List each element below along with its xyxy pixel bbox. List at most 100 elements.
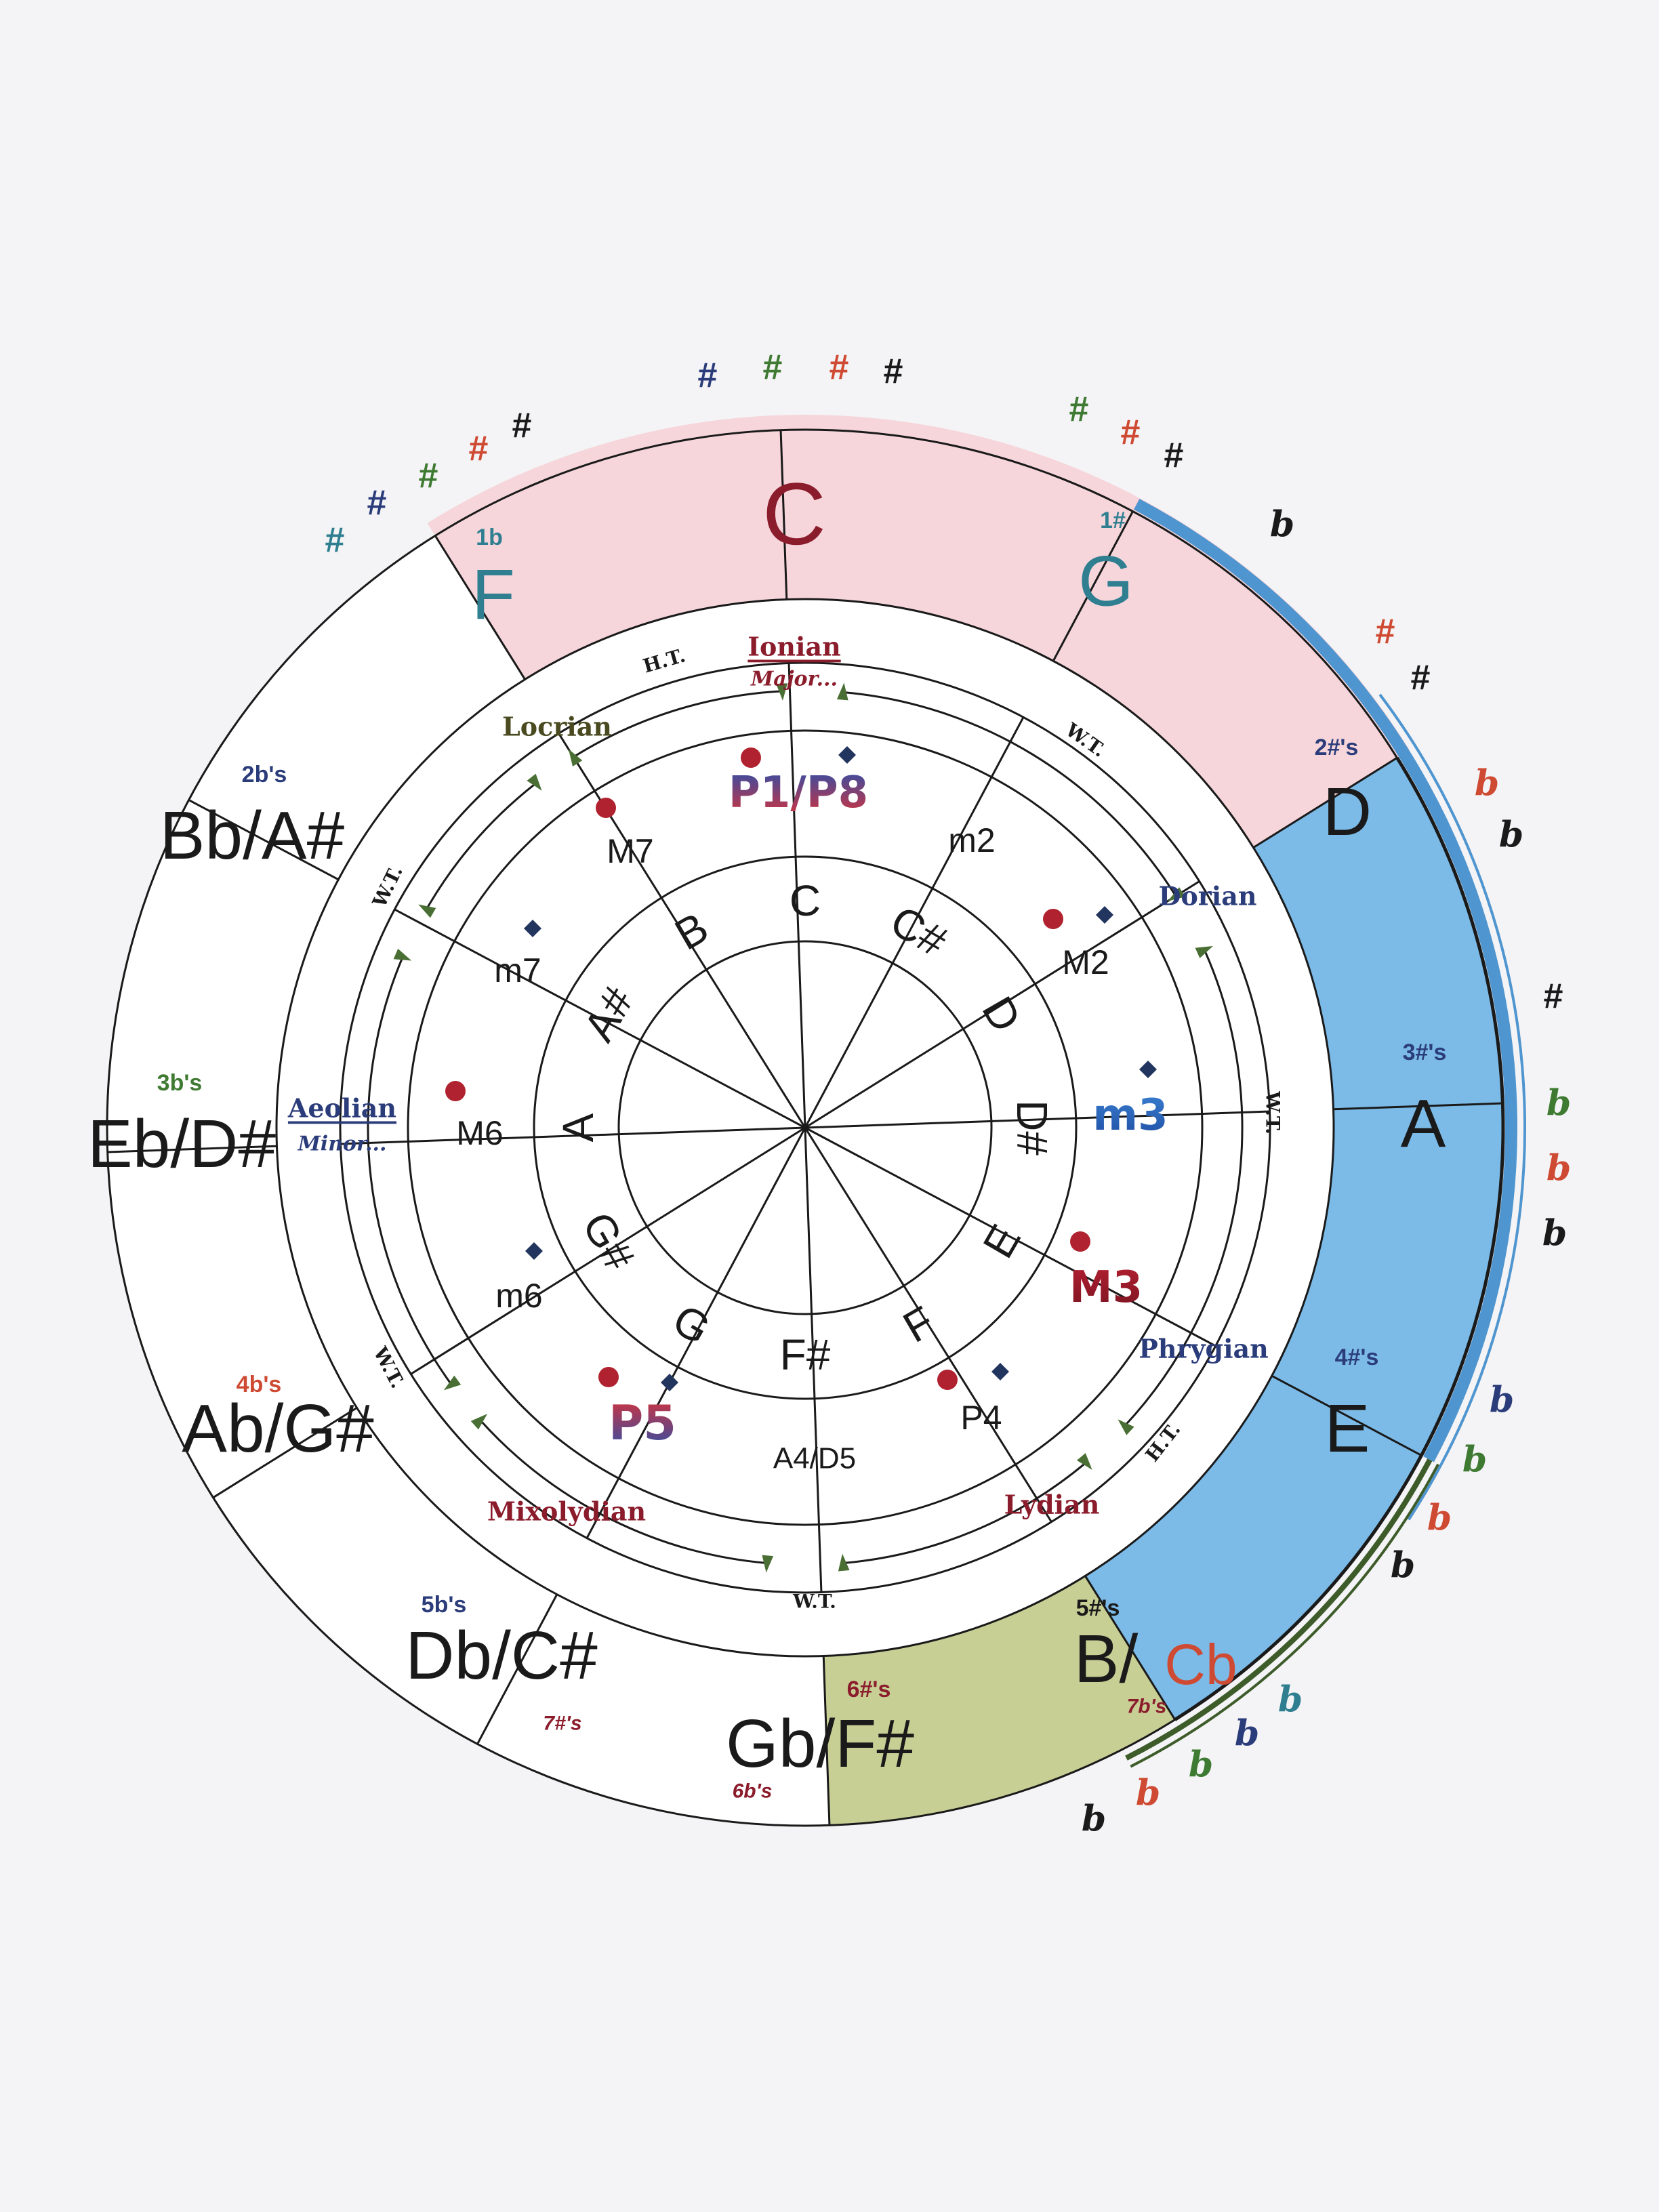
flat-marker: b <box>1235 1713 1259 1755</box>
sharp-keys-edge <box>1174 756 1505 1721</box>
mode-label-aeolian: Aeolian <box>287 1093 396 1124</box>
key-accidental-count-5: 5#'s <box>1076 1595 1120 1621</box>
flat-marker: b <box>1082 1799 1106 1840</box>
arrow-head <box>836 682 848 701</box>
interval-label-p5: P5 <box>609 1395 676 1451</box>
key-accidental-count-4: 4#'s <box>1335 1345 1379 1370</box>
sharp-marker: # <box>1376 612 1395 651</box>
flat-marker: b <box>1270 504 1294 546</box>
interval-diamond <box>1096 906 1113 924</box>
interval-diamond <box>838 746 856 764</box>
key-sector-fill-3 <box>1271 1103 1503 1456</box>
note-label-d-sharp: D# <box>1008 1100 1057 1155</box>
flat-marker: b <box>1427 1498 1452 1539</box>
arrow-head <box>527 773 542 791</box>
key-accidental-count-7: 5b's <box>422 1592 467 1618</box>
flat-marker: b <box>1547 1148 1571 1189</box>
interval-label-m6: M6 <box>456 1114 503 1152</box>
inner-divider-6 <box>804 1127 823 1593</box>
sharp-marker: # <box>763 348 783 387</box>
flat-marker: b <box>1462 1439 1487 1481</box>
mode-label-ionian: Ionian <box>747 632 840 662</box>
interval-label-m3: m3 <box>1092 1090 1168 1141</box>
interval-label-m7: M7 <box>607 832 653 870</box>
key-divider-4 <box>1271 1374 1422 1456</box>
arrow-head <box>568 749 583 766</box>
key-sector-fill-0 <box>781 430 1133 661</box>
mode-sub-label-0: Major... <box>750 668 838 691</box>
inner-divider-3 <box>804 1110 1270 1129</box>
inner-divider-2 <box>804 880 1200 1129</box>
key-divider-8 <box>212 1407 358 1499</box>
mode-label-mixolydian: Mixolydian <box>487 1496 646 1527</box>
key-divider-9 <box>107 1145 277 1153</box>
interval-dot <box>445 1081 466 1101</box>
interval-label-a4-d5: A4/D5 <box>773 1442 856 1475</box>
sharp-marker: # <box>1121 413 1141 452</box>
inner-divider-10 <box>394 908 806 1129</box>
interval-dot <box>741 747 761 768</box>
flat-marker: b <box>1278 1679 1303 1721</box>
note-label-f-sharp: F# <box>780 1330 831 1379</box>
sharp-marker: # <box>1164 436 1184 475</box>
key-accidental-count-10: 2b's <box>242 762 287 787</box>
key-alt-count-6: 6b's <box>733 1780 773 1803</box>
key-divider-2 <box>1252 756 1398 848</box>
key-accidental-count-11: 1b <box>476 525 503 550</box>
interval-diamond <box>1139 1061 1157 1078</box>
key-sector-fill-2 <box>1253 758 1503 1109</box>
key-label-7: Db/C# <box>405 1618 598 1694</box>
key-divider-5 <box>1084 1575 1176 1721</box>
arrow-head <box>762 1555 774 1573</box>
flat-marker: b <box>1547 1083 1571 1124</box>
key-divider-6 <box>822 1656 831 1826</box>
key-divider-3 <box>1333 1102 1503 1111</box>
sharp-border-arc-outer <box>1378 693 1526 1521</box>
sharp-marker: # <box>469 429 489 468</box>
key-sector-fill-1 <box>1053 511 1397 848</box>
inner-divider-8 <box>410 1126 806 1375</box>
interval-dot <box>1070 1231 1090 1252</box>
mode-step-arc-6 <box>426 782 537 910</box>
key-accidental-count-8: 4b's <box>237 1372 282 1397</box>
sharp-marker: # <box>830 348 849 387</box>
ring-4 <box>533 855 1078 1400</box>
key-label-4: E <box>1325 1391 1370 1467</box>
sharp-marker: # <box>367 483 387 523</box>
key-alt-count-7: 7#'s <box>543 1713 581 1735</box>
interval-label-m7: m7 <box>494 951 541 989</box>
mode-label-dorian: Dorian <box>1158 881 1256 912</box>
ring-5 <box>617 940 993 1315</box>
key-sector-fill-11 <box>435 430 787 680</box>
sharp-marker: # <box>1411 658 1431 697</box>
sharp-marker: # <box>698 356 718 395</box>
mode-label-lydian: Lydian <box>1004 1490 1100 1520</box>
interval-dot <box>598 1367 619 1387</box>
interval-label-p1-p8: P1/P8 <box>729 768 868 818</box>
key-label-11: F <box>472 556 515 635</box>
ring-1 <box>275 598 1335 1658</box>
sharp-border-arc <box>1133 499 1517 1462</box>
key-accidental-count-9: 3b's <box>157 1070 203 1096</box>
sharp-marker: # <box>884 352 903 391</box>
key-label-10: Bb/A# <box>160 798 345 874</box>
inner-divider-11 <box>558 733 806 1128</box>
key-label-5: B/ <box>1074 1621 1139 1697</box>
flat-marker: b <box>1490 1380 1514 1421</box>
mode-label-phrygian: Phrygian <box>1139 1334 1269 1364</box>
mode-step-arc-2 <box>1124 949 1244 1427</box>
note-label-c: C <box>790 876 821 925</box>
arrow-head <box>1195 945 1214 958</box>
interval-label-m2: m2 <box>948 821 995 859</box>
key-accidental-count-2: 2#'s <box>1315 735 1359 760</box>
mode-step-arc-1 <box>843 691 1177 897</box>
inner-divider-9 <box>340 1126 806 1145</box>
inner-divider-7 <box>586 1127 806 1539</box>
key-divider-0 <box>779 430 788 600</box>
key-divider-10 <box>188 799 340 881</box>
arrow-head <box>1118 1419 1134 1435</box>
flat-marker: b <box>1136 1773 1160 1814</box>
arrow-head <box>418 904 436 918</box>
flat-marker: b <box>1475 763 1499 804</box>
flat-marker: b <box>1189 1744 1213 1786</box>
